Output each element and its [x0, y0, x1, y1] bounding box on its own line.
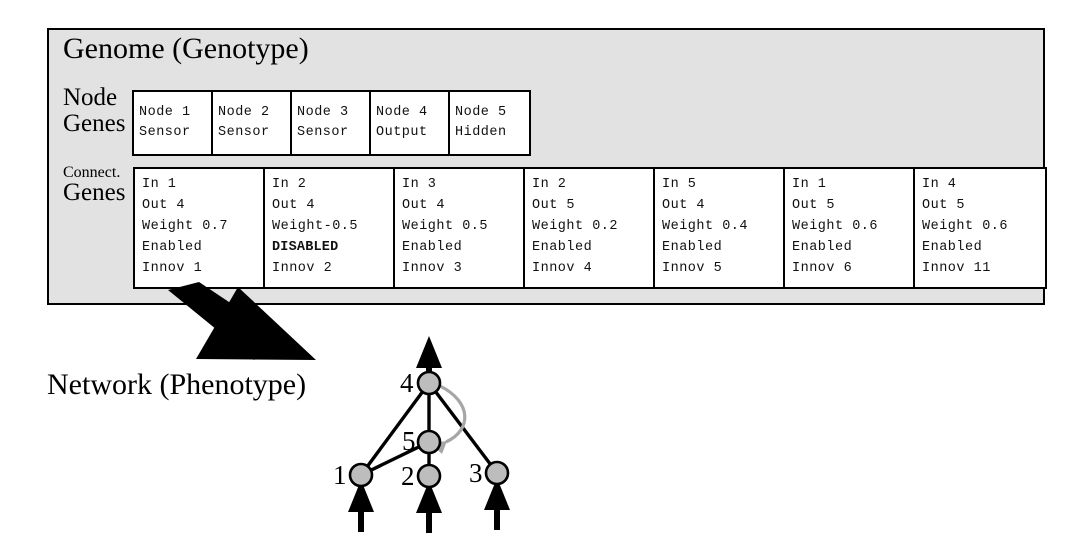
node-gene-cell[interactable]: Node 5 Hidden: [450, 92, 529, 154]
genome-panel: Genome (Genotype) Node Genes Connect. Ge…: [47, 28, 1047, 305]
conn-gene-state: Enabled: [792, 240, 853, 255]
node-gene-name: Node 2: [218, 105, 270, 120]
conn-gene-state: Enabled: [532, 240, 593, 255]
conn-gene-state: Enabled: [142, 240, 203, 255]
connect-genes-label-line2: Genes: [63, 179, 126, 206]
node-gene-cell[interactable]: Node 3 Sensor: [292, 92, 371, 154]
network-node-5[interactable]: [416, 429, 442, 455]
connection-gene-cell[interactable]: In 5 Out 4 Weight 0.4 Enabled Innov 5: [655, 169, 785, 287]
connection-gene-cell[interactable]: In 2 Out 5 Weight 0.2 Enabled Innov 4: [525, 169, 655, 287]
network-node-4[interactable]: [416, 370, 442, 396]
conn-gene-out: Out 4: [402, 198, 446, 213]
node-gene-name: Node 3: [297, 105, 349, 120]
connect-genes-label-line1: Connect.: [63, 164, 121, 181]
conn-gene-weight: Weight 0.4: [662, 219, 749, 234]
conn-gene-out: Out 4: [662, 198, 706, 213]
conn-gene-in: In 3: [402, 177, 437, 192]
connection-gene-cell[interactable]: In 2 Out 4 Weight-0.5 DISABLED Innov 2: [265, 169, 395, 287]
conn-gene-innov: Innov 6: [792, 261, 853, 276]
network-node-label-1: 1: [333, 460, 347, 490]
node-gene-type: Sensor: [297, 125, 349, 140]
conn-gene-innov: Innov 11: [922, 261, 991, 276]
conn-gene-weight: Weight 0.7: [142, 219, 229, 234]
conn-gene-in: In 5: [662, 177, 697, 192]
connection-gene-cell[interactable]: In 1 Out 4 Weight 0.7 Enabled Innov 1: [135, 169, 265, 287]
node-gene-cell[interactable]: Node 1 Sensor: [134, 92, 213, 154]
conn-gene-state: Enabled: [662, 240, 723, 255]
node-gene-name: Node 1: [139, 105, 191, 120]
node-gene-cell[interactable]: Node 4 Output: [371, 92, 450, 154]
node-gene-name: Node 4: [376, 105, 428, 120]
conn-gene-in: In 4: [922, 177, 957, 192]
conn-gene-weight: Weight 0.6: [922, 219, 1009, 234]
conn-gene-in: In 1: [792, 177, 827, 192]
network-node-2[interactable]: [416, 463, 442, 489]
conn-gene-in: In 1: [142, 177, 177, 192]
conn-gene-in: In 2: [272, 177, 307, 192]
node-gene-name: Node 5: [455, 105, 507, 120]
network-node-label-2: 2: [401, 461, 415, 491]
network-phenotype-label: Network (Phenotype): [47, 368, 307, 401]
input-arrow-icon-1: [348, 480, 374, 532]
node-gene-type: Output: [376, 125, 428, 140]
input-arrow-icon-2: [416, 481, 442, 533]
conn-gene-out: Out 4: [272, 198, 316, 213]
conn-gene-state: DISABLED: [272, 240, 339, 255]
node-genes-row-label: Node Genes: [63, 85, 125, 137]
edge-1-to-4: [359, 381, 431, 477]
node-gene-type: Hidden: [455, 125, 507, 140]
conn-gene-weight: Weight 0.6: [792, 219, 879, 234]
conn-gene-out: Out 4: [142, 198, 186, 213]
input-arrow-icon-3: [484, 478, 510, 530]
conn-gene-innov: Innov 2: [272, 261, 333, 276]
node-genes-list: Node 1 Sensor Node 2 Sensor Node 3 Senso…: [132, 90, 531, 156]
conn-gene-innov: Innov 5: [662, 261, 723, 276]
conn-gene-innov: Innov 3: [402, 261, 463, 276]
conn-gene-weight: Weight 0.2: [532, 219, 619, 234]
edge-1-to-5: [360, 440, 430, 477]
conn-gene-state: Enabled: [922, 240, 983, 255]
network-node-label-5: 5: [402, 426, 416, 456]
node-gene-type: Sensor: [218, 125, 270, 140]
network-node-1[interactable]: [348, 462, 374, 488]
conn-gene-weight: Weight-0.5: [272, 219, 359, 234]
node-gene-type: Sensor: [139, 125, 191, 140]
conn-gene-innov: Innov 1: [142, 261, 203, 276]
network-nodes: [348, 370, 510, 489]
network-phenotype-graph: 4 5 1 2 3: [333, 336, 510, 533]
node-genes-label-line2: Genes: [63, 110, 126, 137]
connection-genes-list: In 1 Out 4 Weight 0.7 Enabled Innov 1 In…: [133, 167, 1047, 289]
network-node-label-4: 4: [400, 368, 414, 398]
conn-gene-weight: Weight 0.5: [402, 219, 489, 234]
conn-gene-out: Out 5: [922, 198, 966, 213]
conn-gene-state: Enabled: [402, 240, 463, 255]
conn-gene-in: In 2: [532, 177, 567, 192]
conn-gene-innov: Innov 4: [532, 261, 593, 276]
connection-gene-cell[interactable]: In 3 Out 4 Weight 0.5 Enabled Innov 3: [395, 169, 525, 287]
connection-gene-cell[interactable]: In 4 Out 5 Weight 0.6 Enabled Innov 11: [915, 169, 1045, 287]
genome-title: Genome (Genotype): [63, 32, 309, 65]
conn-gene-out: Out 5: [792, 198, 836, 213]
node-genes-label-line1: Node: [63, 84, 118, 111]
conn-gene-out: Out 5: [532, 198, 576, 213]
network-node-label-3: 3: [469, 458, 483, 488]
connection-gene-cell[interactable]: In 1 Out 5 Weight 0.6 Enabled Innov 6: [785, 169, 915, 287]
network-node-3[interactable]: [484, 460, 510, 486]
node-gene-cell[interactable]: Node 2 Sensor: [213, 92, 292, 154]
